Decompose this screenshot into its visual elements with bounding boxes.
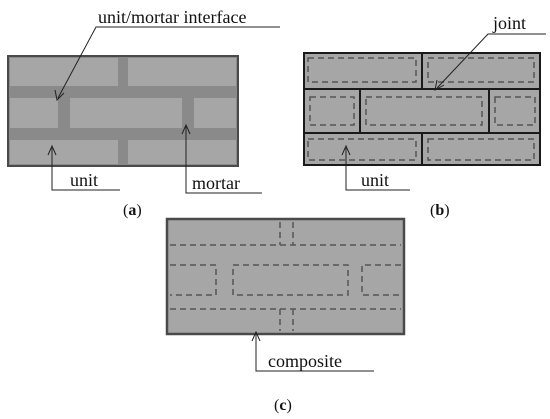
panel-b-joint-label: joint (492, 13, 526, 33)
panel-a-interface-leader (57, 26, 280, 99)
panel-a-caption-letter: a (128, 202, 136, 219)
panel-b-expanded-units (307, 57, 536, 161)
panel-c-half-unit (361, 264, 401, 296)
panel-b-expanded-unit (427, 138, 535, 161)
panel-c-half-unit (170, 264, 217, 296)
panel-a-mortar-leader (185, 126, 262, 194)
panel-b-joint-leader (436, 33, 546, 89)
panel-a-unit-leader (51, 148, 120, 191)
panel-a-unit (10, 98, 58, 128)
panel-c-dashed-pattern (170, 222, 401, 331)
panel-b-unit-label: unit (361, 170, 389, 190)
panel-c-macro-model: composite (c) (165, 217, 406, 414)
panel-a-unit (70, 98, 182, 128)
panel-b-unit-arrowhead (341, 144, 351, 156)
panel-a-caption: (a) (123, 202, 142, 219)
panel-a-unit (128, 58, 236, 86)
panel-a-interface-arrowhead (54, 89, 65, 102)
panel-b-caption: (b) (430, 202, 450, 219)
panel-a-mortar-arrowhead (181, 123, 191, 135)
panel-a-unit (10, 58, 118, 86)
panel-a-mortar-label: mortar (192, 173, 240, 193)
panel-a-interface-label: unit/mortar interface (98, 7, 246, 27)
panel-c-composite-label: composite (268, 351, 342, 371)
panel-b-expanded-unit (427, 57, 535, 83)
panel-a-unit (10, 140, 118, 164)
panel-c-caption: (c) (274, 397, 292, 414)
panel-a-unit-label: unit (70, 170, 98, 190)
panel-a-unit (128, 140, 236, 164)
panel-a-detailed-micro-model: unit/mortar interface unit mortar (a) (7, 7, 280, 219)
panel-b-expanded-unit (307, 138, 417, 161)
panel-c-composite-leader (255, 333, 374, 372)
panel-b-expanded-unit (365, 96, 483, 126)
panel-b-simplified-micro-model: joint unit (b) (303, 13, 546, 219)
panel-c-outline (165, 217, 406, 336)
panel-b-expanded-unit (309, 96, 355, 126)
panel-b-expanded-unit (307, 57, 417, 83)
panel-b-joint-lines (304, 53, 540, 165)
panel-b-joint-arrowhead (434, 79, 445, 91)
panel-a-unit (194, 98, 236, 128)
panel-c-caption-letter: c (279, 397, 286, 414)
panel-b-caption-letter: b (435, 202, 444, 219)
panel-b-unit-leader (345, 148, 410, 191)
panel-c-middle-unit (232, 264, 349, 296)
panel-a-unit-arrowhead (47, 144, 57, 156)
panel-c-composite-arrowhead (251, 330, 261, 342)
panel-b-expanded-unit (494, 96, 536, 126)
